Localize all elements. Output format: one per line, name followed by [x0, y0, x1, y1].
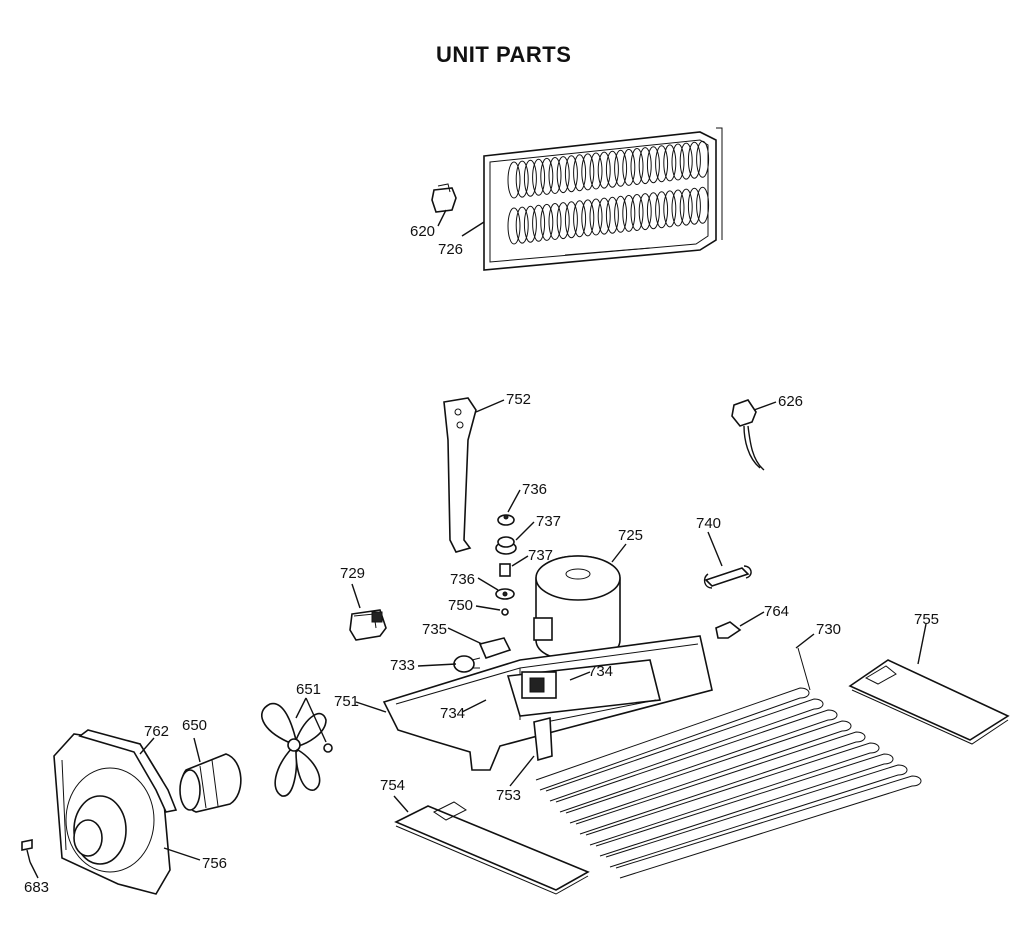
- relay-729: [349, 609, 387, 641]
- label-755: 755: [914, 611, 939, 628]
- label-762: 762: [144, 723, 169, 740]
- label-730: 730: [816, 621, 841, 638]
- label-764: 764: [764, 603, 789, 620]
- clip-750: [501, 608, 509, 616]
- plug-620: [431, 183, 457, 213]
- gasket-762: [78, 729, 178, 813]
- clip-740: [703, 565, 752, 589]
- bracket-735: [478, 637, 512, 659]
- label-737-top: 737: [536, 513, 561, 530]
- pad-755: [848, 659, 1010, 745]
- overload-733: [453, 655, 481, 673]
- label-736-bottom: 736: [450, 571, 475, 588]
- nut-651: [323, 743, 333, 753]
- bracket-753: [533, 716, 553, 762]
- label-620: 620: [410, 223, 435, 240]
- screw-683: [21, 839, 33, 863]
- evaporator-coil-730: [535, 647, 922, 879]
- fan-shroud-756: [53, 733, 171, 895]
- label-740: 740: [696, 515, 721, 532]
- label-752: 752: [506, 391, 531, 408]
- clip-764: [715, 621, 742, 639]
- condenser-coil-726: [483, 127, 723, 271]
- label-725: 725: [618, 527, 643, 544]
- label-735: 735: [422, 621, 447, 638]
- washer-736: [495, 588, 515, 600]
- diagram-title: UNIT PARTS: [436, 42, 572, 67]
- label-736-top: 736: [522, 481, 547, 498]
- pad-754: [394, 801, 590, 895]
- label-750: 750: [448, 597, 473, 614]
- bracket-752: [443, 397, 477, 553]
- label-651: 651: [296, 681, 321, 698]
- label-650: 650: [182, 717, 207, 734]
- label-729: 729: [340, 565, 365, 582]
- label-733: 733: [390, 657, 415, 674]
- grommet-737-top: [495, 536, 517, 555]
- label-753: 753: [496, 787, 521, 804]
- label-683: 683: [24, 879, 49, 896]
- leader-lines: [29, 209, 927, 879]
- label-754: 754: [380, 777, 405, 794]
- label-751: 751: [334, 693, 359, 710]
- base-pan-751: [382, 635, 713, 771]
- relay-626: [731, 399, 765, 471]
- compressor-725: [533, 555, 621, 669]
- label-734-right: 734: [588, 663, 613, 680]
- label-726: 726: [438, 241, 463, 258]
- label-626: 626: [778, 393, 803, 410]
- grommet-736-top: [497, 514, 515, 526]
- label-734-left: 734: [440, 705, 465, 722]
- label-756: 756: [202, 855, 227, 872]
- fan-blade-651: [260, 702, 327, 797]
- label-737-bottom: 737: [528, 547, 553, 564]
- fan-motor-650: [179, 753, 242, 813]
- spacer-737: [499, 563, 511, 577]
